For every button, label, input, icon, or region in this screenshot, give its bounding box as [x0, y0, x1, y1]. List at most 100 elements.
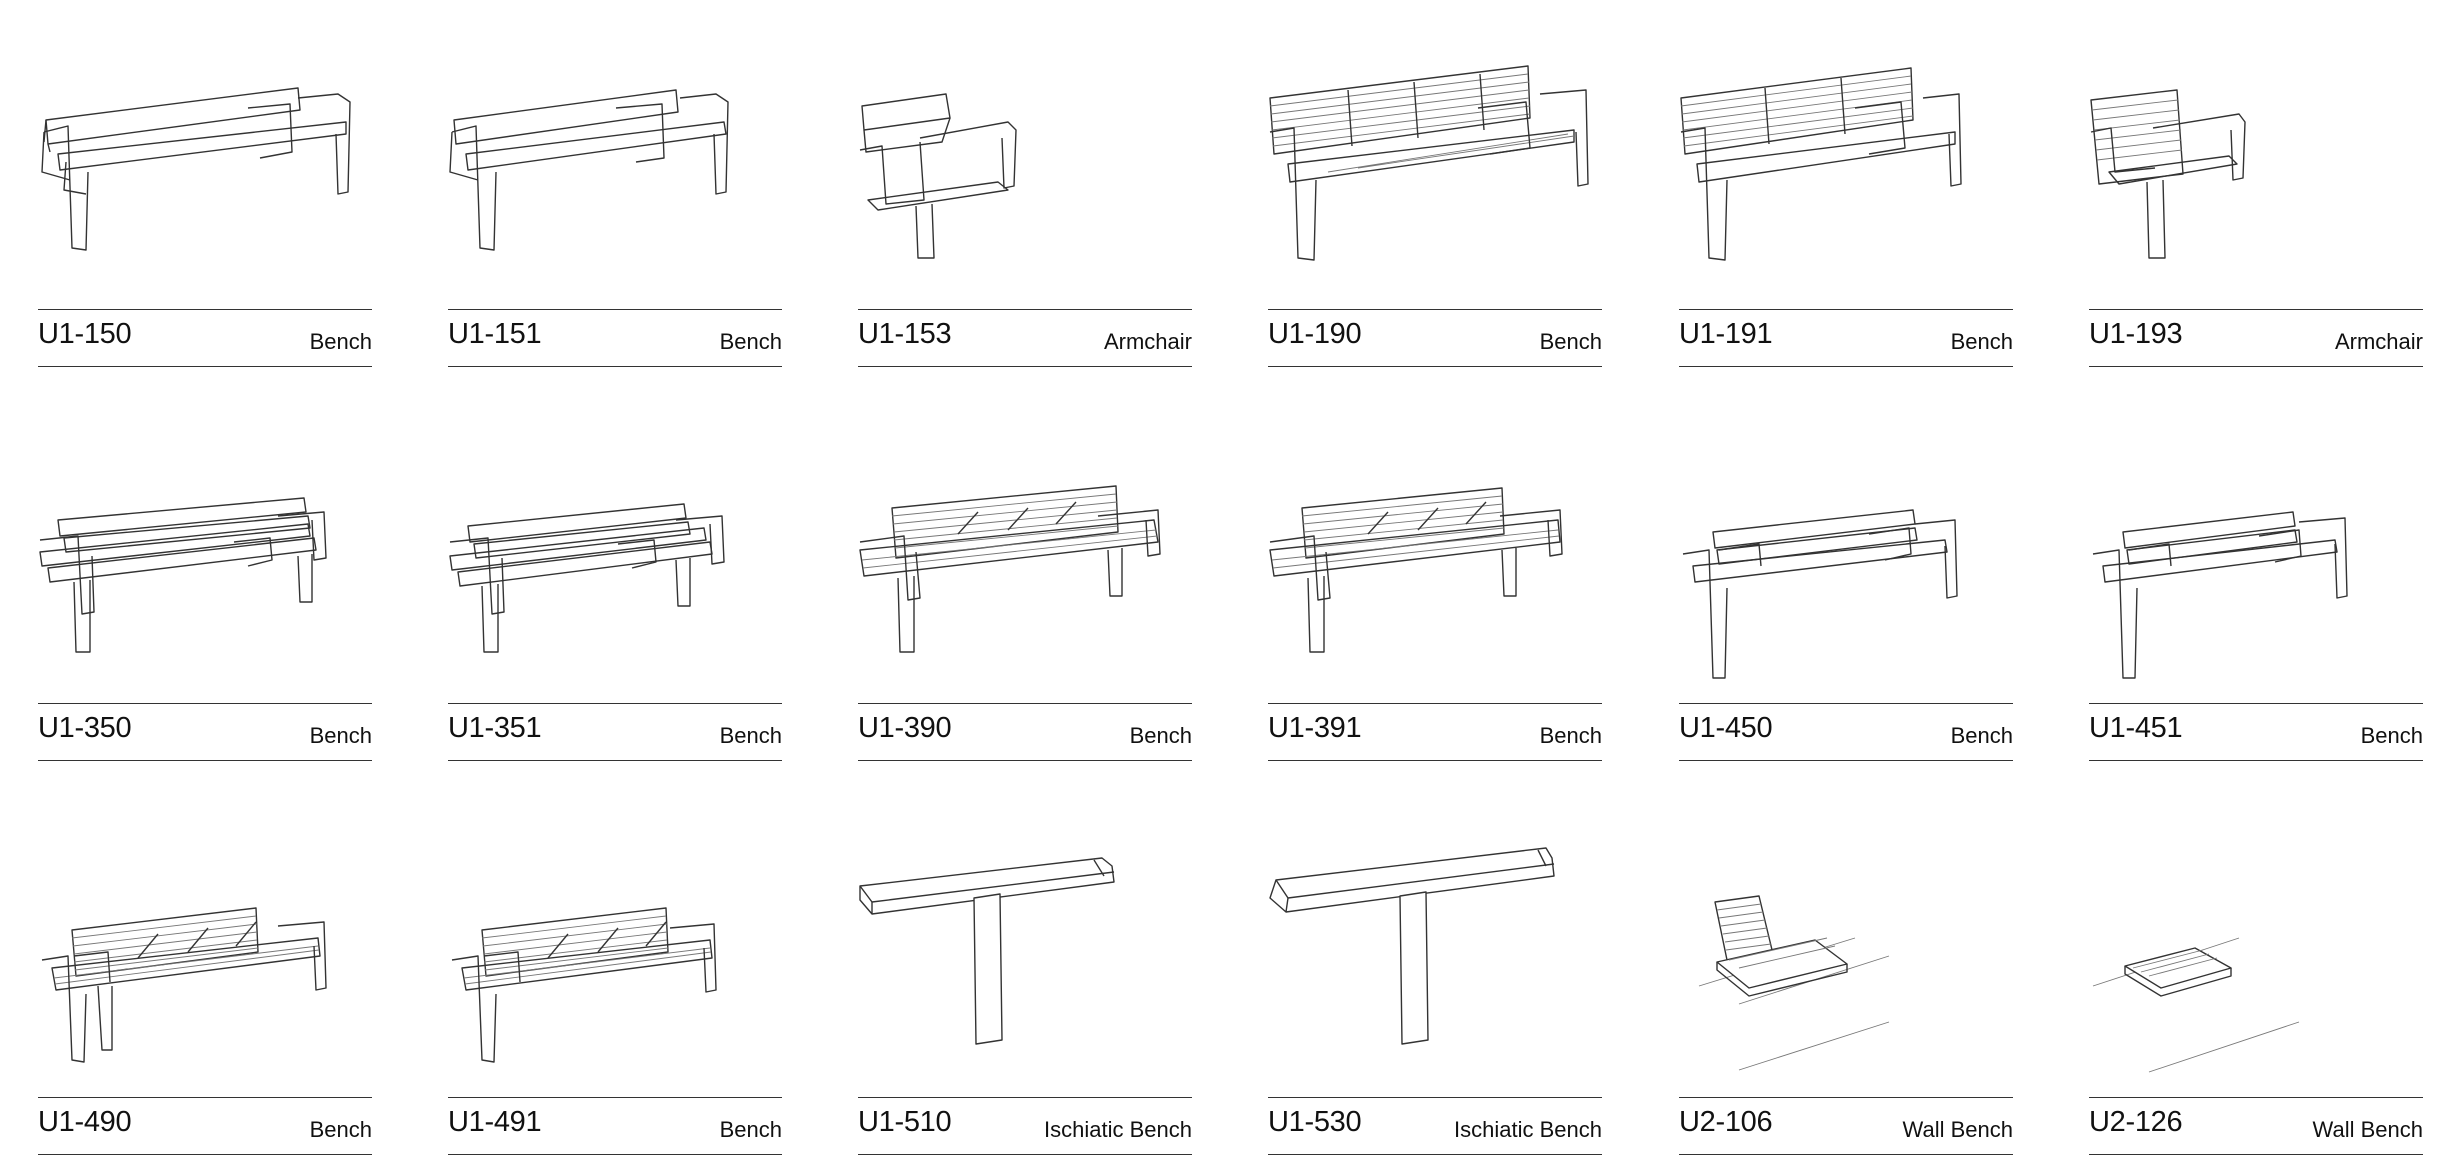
product-thumbnail[interactable] — [448, 416, 782, 701]
double-slatted-bench-icon — [451, 907, 717, 1063]
product-card[interactable]: U1-490 Bench — [38, 810, 372, 1155]
double-bench-icon — [39, 497, 327, 653]
product-code[interactable]: U1-450 — [1679, 712, 1773, 744]
product-type: Ischiatic Bench — [1044, 1117, 1192, 1142]
product-card[interactable]: U1-190 Bench — [1268, 22, 1602, 367]
product-caption: U1-391 Bench — [1268, 703, 1602, 761]
product-thumbnail[interactable] — [448, 22, 782, 307]
product-caption: U1-150 Bench — [38, 309, 372, 367]
wall-seat-icon — [2092, 937, 2300, 1073]
product-caption: U1-490 Bench — [38, 1097, 372, 1155]
product-code[interactable]: U1-510 — [858, 1106, 952, 1138]
product-card[interactable]: U1-510 Ischiatic Bench — [858, 810, 1192, 1155]
double-slatted-bench-icon — [41, 907, 327, 1063]
product-caption: U1-350 Bench — [38, 703, 372, 761]
product-code[interactable]: U1-191 — [1679, 318, 1773, 350]
product-thumbnail[interactable] — [1268, 22, 1602, 307]
product-code[interactable]: U1-391 — [1268, 712, 1362, 744]
product-type: Bench — [1539, 329, 1602, 354]
product-type: Bench — [2360, 723, 2423, 748]
product-type: Bench — [309, 723, 372, 748]
double-slatted-bench-icon — [859, 485, 1161, 653]
slatted-bench-icon — [1680, 67, 1962, 261]
product-thumbnail[interactable] — [2089, 22, 2423, 307]
product-thumbnail[interactable] — [1679, 810, 2013, 1095]
product-thumbnail[interactable] — [38, 22, 372, 307]
product-type: Bench — [1950, 723, 2013, 748]
product-caption: U1-510 Ischiatic Bench — [858, 1097, 1192, 1155]
product-type: Bench — [719, 1117, 782, 1142]
product-thumbnail[interactable] — [2089, 810, 2423, 1095]
product-card[interactable]: U1-390 Bench — [858, 416, 1192, 761]
product-card[interactable]: U1-153 Armchair — [858, 22, 1192, 367]
product-code[interactable]: U1-153 — [858, 318, 952, 350]
product-caption: U1-530 Ischiatic Bench — [1268, 1097, 1602, 1155]
product-code[interactable]: U1-491 — [448, 1106, 542, 1138]
product-code[interactable]: U1-390 — [858, 712, 952, 744]
product-type: Ischiatic Bench — [1454, 1117, 1602, 1142]
product-type: Bench — [1539, 723, 1602, 748]
product-thumbnail[interactable] — [448, 810, 782, 1095]
product-code[interactable]: U1-351 — [448, 712, 542, 744]
slatted-armchair-icon — [2090, 89, 2246, 259]
product-thumbnail[interactable] — [1268, 810, 1602, 1095]
product-type: Bench — [1129, 723, 1192, 748]
product-code[interactable]: U1-151 — [448, 318, 542, 350]
double-slatted-bench-icon — [1269, 487, 1563, 653]
product-thumbnail[interactable] — [1679, 416, 2013, 701]
product-type: Bench — [719, 329, 782, 354]
product-type: Armchair — [2334, 329, 2423, 354]
product-caption: U2-106 Wall Bench — [1679, 1097, 2013, 1155]
product-card[interactable]: U2-106 Wall Bench — [1679, 810, 2013, 1155]
product-code[interactable]: U1-530 — [1268, 1106, 1362, 1138]
ischiatic-bench-icon — [859, 857, 1115, 1045]
product-thumbnail[interactable] — [38, 810, 372, 1095]
product-card[interactable]: U1-491 Bench — [448, 810, 782, 1155]
product-card[interactable]: U1-350 Bench — [38, 416, 372, 761]
product-thumbnail[interactable] — [2089, 416, 2423, 701]
product-thumbnail[interactable] — [1679, 22, 2013, 307]
product-card[interactable]: U2-126 Wall Bench — [2089, 810, 2423, 1155]
product-caption: U1-153 Armchair — [858, 309, 1192, 367]
ischiatic-bench-icon — [1269, 847, 1555, 1045]
product-code[interactable]: U1-190 — [1268, 318, 1362, 350]
product-type: Wall Bench — [1902, 1117, 2013, 1142]
product-caption: U1-451 Bench — [2089, 703, 2423, 761]
product-thumbnail[interactable] — [858, 416, 1192, 701]
product-thumbnail[interactable] — [38, 416, 372, 701]
product-caption: U1-491 Bench — [448, 1097, 782, 1155]
bench-armrest-icon — [41, 87, 351, 251]
product-card[interactable]: U1-193 Armchair — [2089, 22, 2423, 367]
product-code[interactable]: U1-150 — [38, 318, 132, 350]
product-caption: U1-191 Bench — [1679, 309, 2013, 367]
product-card[interactable]: U1-351 Bench — [448, 416, 782, 761]
product-thumbnail[interactable] — [1268, 416, 1602, 701]
product-card[interactable]: U1-151 Bench — [448, 22, 782, 367]
product-caption: U1-390 Bench — [858, 703, 1192, 761]
product-thumbnail[interactable] — [858, 22, 1192, 307]
product-card[interactable]: U1-150 Bench — [38, 22, 372, 367]
product-type: Bench — [719, 723, 782, 748]
product-caption: U1-151 Bench — [448, 309, 782, 367]
product-card[interactable]: U1-450 Bench — [1679, 416, 2013, 761]
double-bench-icon — [2092, 511, 2348, 679]
product-thumbnail[interactable] — [858, 810, 1192, 1095]
product-code[interactable]: U1-451 — [2089, 712, 2183, 744]
product-type: Bench — [1950, 329, 2013, 354]
product-type: Wall Bench — [2312, 1117, 2423, 1142]
product-code[interactable]: U1-350 — [38, 712, 132, 744]
product-code[interactable]: U2-106 — [1679, 1106, 1773, 1138]
double-bench-icon — [449, 503, 725, 653]
product-code[interactable]: U1-193 — [2089, 318, 2183, 350]
product-code[interactable]: U1-490 — [38, 1106, 132, 1138]
product-caption: U1-190 Bench — [1268, 309, 1602, 367]
product-card[interactable]: U1-391 Bench — [1268, 416, 1602, 761]
product-caption: U2-126 Wall Bench — [2089, 1097, 2423, 1155]
product-card[interactable]: U1-451 Bench — [2089, 416, 2423, 761]
product-card[interactable]: U1-530 Ischiatic Bench — [1268, 810, 1602, 1155]
product-card[interactable]: U1-191 Bench — [1679, 22, 2013, 367]
product-caption: U1-351 Bench — [448, 703, 782, 761]
armchair-icon — [859, 93, 1017, 259]
product-code[interactable]: U2-126 — [2089, 1106, 2183, 1138]
